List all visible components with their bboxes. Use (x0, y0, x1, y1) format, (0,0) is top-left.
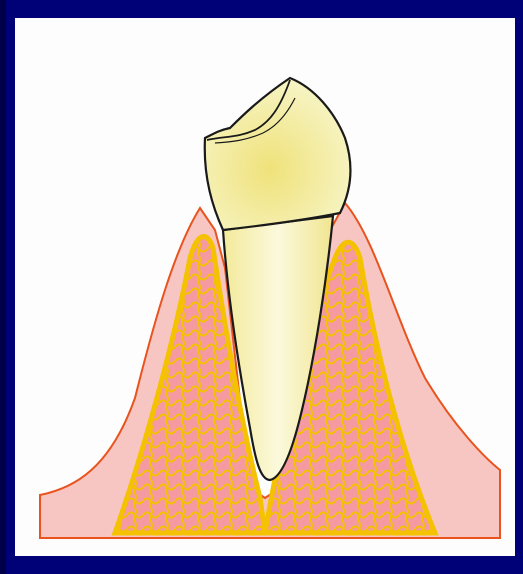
illustration-panel (15, 18, 515, 556)
tooth-illustration (15, 18, 515, 556)
tooth-crown (205, 78, 351, 230)
